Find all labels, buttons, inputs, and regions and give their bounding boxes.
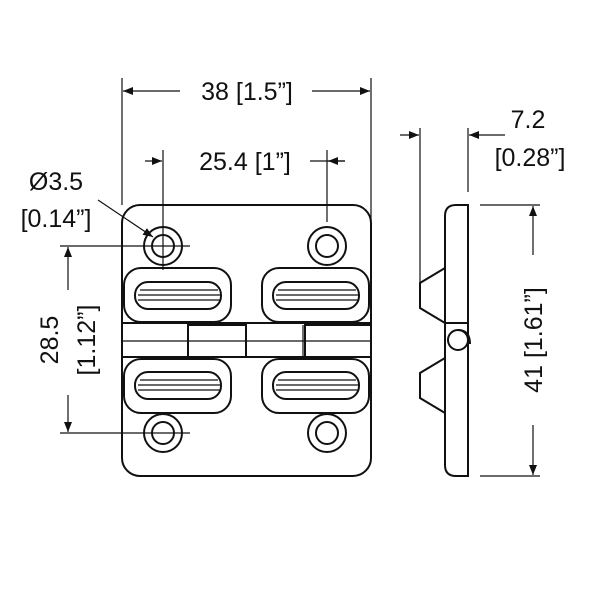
thickness-dimension: 7.2 [0.28”] bbox=[400, 106, 565, 283]
hinge-side-view bbox=[419, 204, 471, 477]
mounting-hole bbox=[307, 413, 347, 453]
hole-diameter-mm: Ø3.5 bbox=[29, 168, 83, 196]
vertical-spacing-mm: 28.5 bbox=[36, 316, 64, 365]
height-dimension: 41 [1.61”] bbox=[480, 204, 548, 477]
mounting-hole bbox=[307, 226, 347, 266]
width-dimension: 38 [1.5”] bbox=[121, 78, 372, 222]
thickness-in: [0.28”] bbox=[495, 144, 566, 172]
grip-slot bbox=[261, 267, 370, 323]
grip-slot bbox=[123, 267, 232, 323]
hole-diameter-in: [0.14”] bbox=[21, 205, 92, 233]
grip-slot bbox=[123, 358, 232, 414]
vertical-spacing-in: [1.12”] bbox=[73, 305, 101, 376]
hole-spacing-label: 25.4 [1”] bbox=[199, 148, 291, 176]
vertical-spacing-dimension: 28.5 [1.12”] bbox=[36, 247, 190, 434]
grip-slots bbox=[123, 267, 370, 414]
width-dimension-label: 38 [1.5”] bbox=[201, 78, 293, 106]
thickness-mm: 7.2 bbox=[511, 106, 546, 134]
hinge-knuckle-band bbox=[122, 322, 372, 358]
hole-spacing-dimension: 25.4 [1”] bbox=[145, 148, 345, 270]
hole-diameter-callout: Ø3.5 [0.14”] bbox=[21, 168, 190, 247]
height-dimension-label: 41 [1.61”] bbox=[520, 287, 548, 393]
grip-slot bbox=[261, 358, 370, 414]
